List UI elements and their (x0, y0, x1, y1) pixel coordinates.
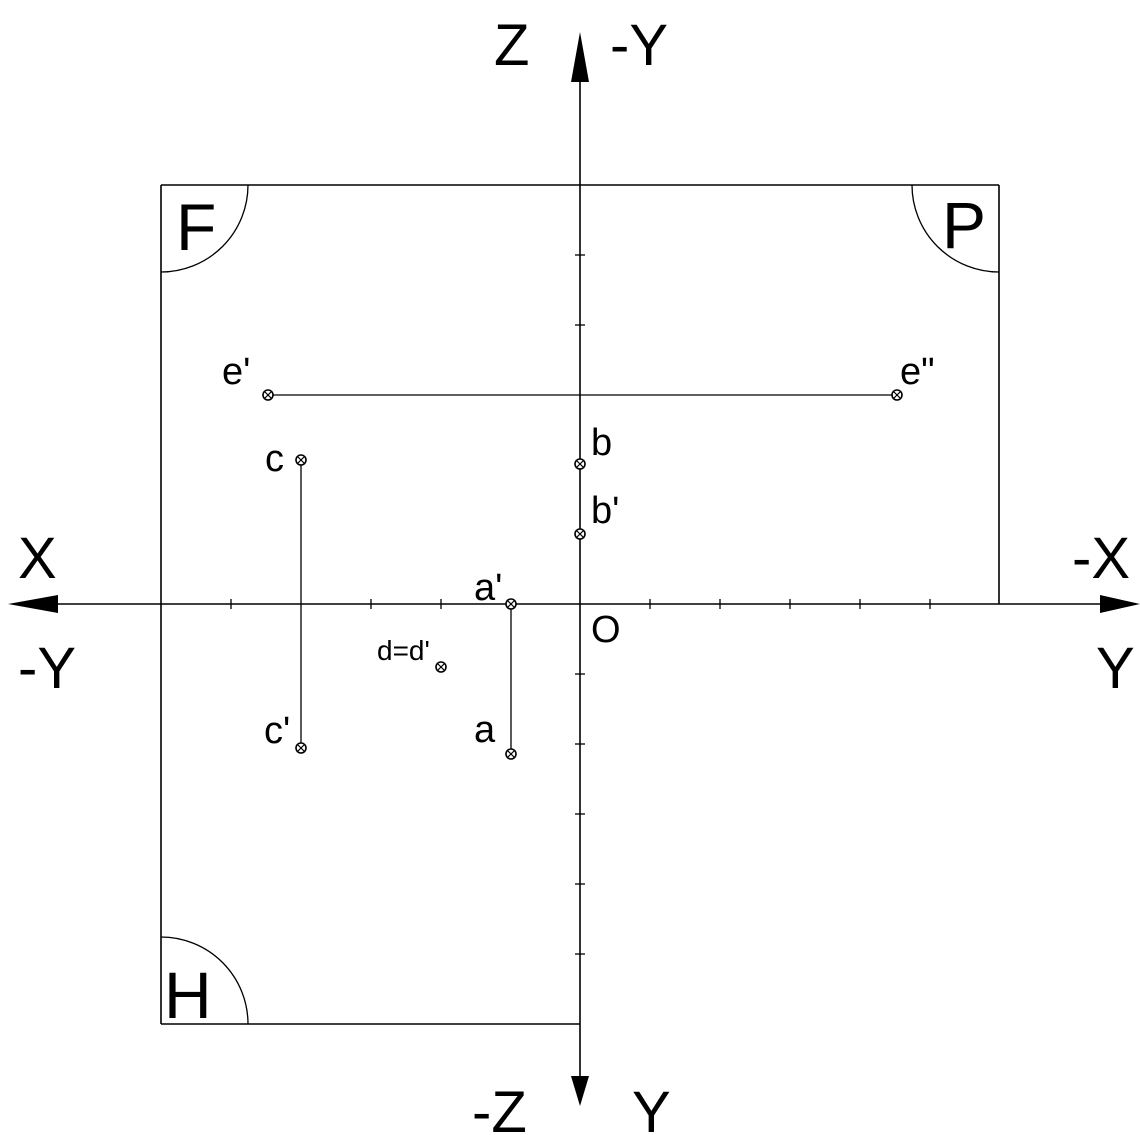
origin-label: O (591, 609, 621, 651)
axis-label-z-top: Z (494, 13, 529, 78)
point-e-front (262, 389, 274, 401)
up-arrow-icon (571, 32, 589, 82)
axis-label-y-bottom: Y (632, 1080, 671, 1135)
axis-label-neg-y-top: -Y (610, 13, 668, 78)
horizontal-plane-label: H (164, 958, 212, 1032)
vertical-axis (571, 32, 589, 1106)
left-arrow-icon (8, 595, 58, 613)
axis-label-x-left: X (18, 526, 57, 591)
point-e-profile (891, 389, 903, 401)
horizontal-plane-arc (160, 936, 249, 1025)
axis-label-neg-y-left: -Y (18, 636, 76, 701)
point-a-front (505, 598, 517, 610)
vertical-ticks (575, 254, 585, 955)
point-label-d: d=d' (377, 635, 430, 666)
point-a-top (505, 748, 517, 760)
horizontal-ticks (230, 599, 931, 609)
axis-label-y-right: Y (1096, 636, 1135, 701)
point-c-top (295, 454, 307, 466)
right-arrow-icon (1100, 595, 1140, 613)
point-label-e-profile: e" (900, 351, 935, 393)
point-label-a-front: a' (474, 567, 502, 609)
point-label-b-upper: b (591, 422, 612, 464)
horizontal-axis (8, 595, 1140, 613)
point-label-a-top: a (474, 709, 496, 751)
axis-label-neg-x-right: -X (1072, 526, 1130, 591)
point-label-c-top: c (265, 438, 284, 480)
point-c-bottom (295, 742, 307, 754)
point-b-upper (574, 458, 586, 470)
front-plane-arc (160, 184, 249, 273)
point-label-e-front: e' (222, 351, 250, 393)
point-b-lower (574, 528, 586, 540)
front-plane-label: F (176, 190, 216, 264)
point-d (435, 661, 447, 673)
down-arrow-icon (571, 1076, 589, 1106)
point-label-c-bottom: c' (264, 710, 290, 752)
point-label-b-lower: b' (591, 490, 619, 532)
axis-label-neg-z-bottom: -Z (472, 1080, 527, 1135)
profile-plane-label: P (942, 188, 986, 262)
profile-plane-arc (911, 184, 1000, 273)
